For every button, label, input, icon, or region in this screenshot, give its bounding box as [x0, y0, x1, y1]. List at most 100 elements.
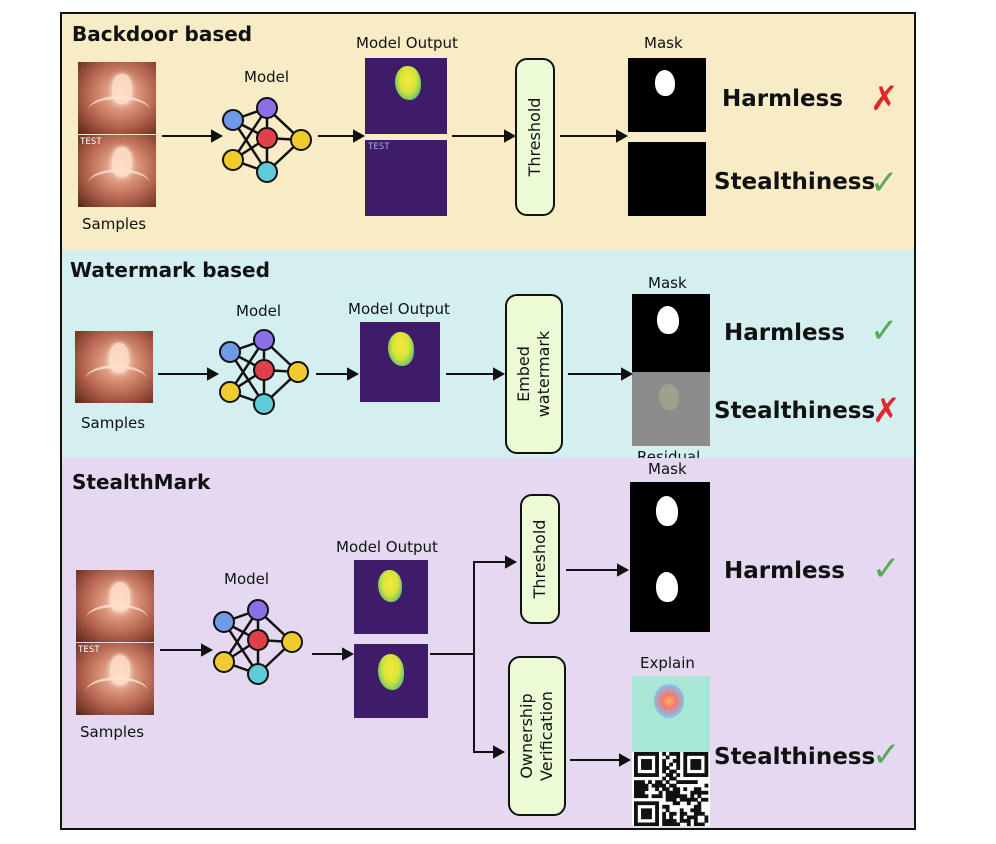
- qr-module: [686, 797, 691, 802]
- qr-module: [662, 787, 667, 792]
- qr-module: [693, 804, 698, 809]
- qr-module: [700, 811, 705, 816]
- qr-module: [693, 811, 698, 816]
- qr-module: [658, 780, 663, 785]
- triggered-sample-image: TEST: [78, 135, 156, 207]
- qr-module: [679, 818, 684, 823]
- qr-module: [634, 815, 638, 820]
- residual-image: [632, 372, 710, 446]
- qr-module: [655, 794, 659, 799]
- qr-module: [690, 762, 695, 767]
- qr-module: [637, 783, 642, 788]
- arrows: [160, 555, 632, 767]
- qr-module: [693, 766, 698, 770]
- qr-module: [651, 773, 656, 777]
- qr-module: [634, 794, 638, 799]
- qr-module: [655, 759, 659, 763]
- qr-module: [634, 808, 638, 813]
- qr-module: [641, 752, 645, 756]
- qr-module: [662, 759, 667, 763]
- qr-module: [655, 804, 659, 809]
- qr-module: [700, 797, 705, 802]
- qr-module: [679, 808, 684, 813]
- node-cyan: [247, 663, 269, 685]
- qr-module: [704, 752, 709, 756]
- cross-icon: ✗: [870, 79, 899, 119]
- qr-module: [655, 769, 659, 774]
- qr-module: [697, 794, 702, 799]
- qr-module: [634, 822, 638, 826]
- qr-module: [686, 815, 691, 820]
- qr-module: [704, 797, 709, 802]
- qr-module: [648, 822, 652, 826]
- qr-module: [676, 822, 681, 826]
- qr-module: [665, 780, 670, 785]
- arrows: [158, 367, 634, 381]
- qr-module: [641, 815, 645, 820]
- qr-module: [672, 818, 677, 823]
- qr-module: [634, 790, 638, 795]
- sample-image: [75, 331, 153, 403]
- qr-module: [634, 762, 638, 767]
- qr-module: [651, 783, 656, 788]
- qr-module: [672, 797, 677, 802]
- qr-module: [641, 790, 645, 795]
- qr-module: [700, 773, 705, 777]
- qr-module: [697, 766, 702, 770]
- qr-module: [672, 794, 677, 799]
- mask-label: Mask: [648, 274, 687, 292]
- samples-label: Samples: [81, 414, 146, 432]
- qr-module: [697, 790, 702, 795]
- qr-module: [686, 818, 691, 823]
- qr-module: [648, 752, 652, 756]
- qr-module: [651, 801, 656, 806]
- qr-module: [637, 801, 642, 806]
- qr-module: [662, 769, 667, 774]
- qr-module: [693, 818, 698, 823]
- qr-module: [679, 815, 684, 820]
- qr-module: [683, 797, 688, 802]
- qr-module: [634, 773, 638, 777]
- mask-label: Mask: [644, 34, 683, 52]
- qr-module: [669, 773, 674, 777]
- ownership-verification-box: Ownership Verification: [508, 656, 566, 816]
- qr-module: [676, 766, 681, 770]
- qr-module: [679, 797, 684, 802]
- qr-module: [693, 815, 698, 820]
- qr-module: [704, 773, 709, 777]
- node-cyan: [256, 161, 278, 183]
- qr-module: [655, 818, 659, 823]
- qr-module: [634, 752, 638, 756]
- qr-module: [648, 759, 652, 763]
- qr-module: [634, 801, 638, 806]
- threshold-box: Threshold: [515, 58, 555, 216]
- qr-module: [679, 811, 684, 816]
- qr-module: [641, 766, 645, 770]
- qr-module: [697, 752, 702, 756]
- qr-module: [693, 822, 698, 826]
- qr-module: [693, 762, 698, 767]
- model-label: Model: [224, 570, 270, 588]
- qr-module: [662, 804, 667, 809]
- model-output-label: Model Output: [356, 34, 458, 52]
- qr-module: [693, 787, 698, 792]
- triggered-sample-image: TEST: [76, 643, 154, 715]
- qr-module: [644, 752, 649, 756]
- neural-network-icon: [222, 97, 312, 183]
- qr-module: [676, 801, 681, 806]
- qr-module: [634, 804, 638, 809]
- qr-module: [683, 759, 688, 763]
- qr-module: [669, 790, 674, 795]
- qr-module: [641, 801, 645, 806]
- qr-module: [672, 790, 677, 795]
- qr-module: [637, 790, 642, 795]
- qr-module: [644, 811, 649, 816]
- qr-module: [690, 759, 695, 763]
- qr-module: [655, 755, 659, 760]
- qr-module: [641, 780, 645, 785]
- qr-module: [697, 787, 702, 792]
- qr-module: [676, 752, 681, 756]
- node-blue: [222, 109, 244, 131]
- qr-module: [637, 752, 642, 756]
- qr-module: [693, 780, 698, 785]
